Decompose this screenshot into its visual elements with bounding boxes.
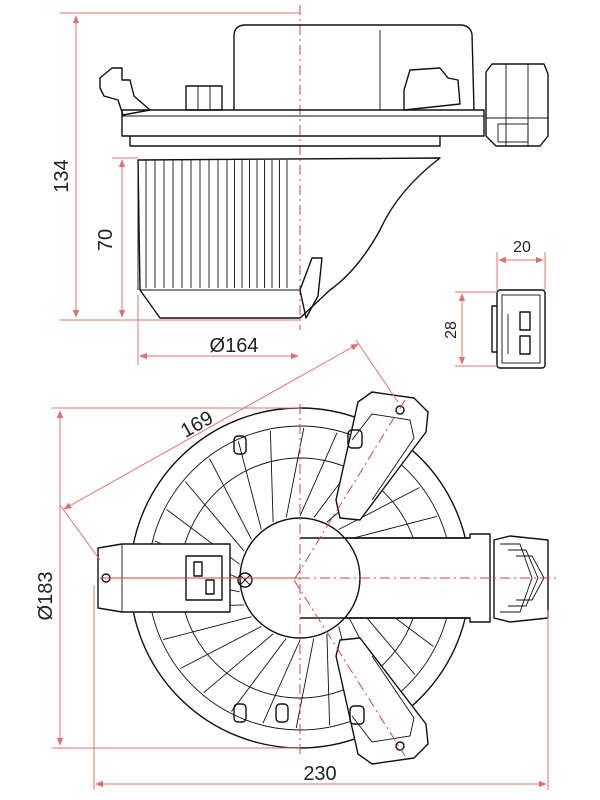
- right-flange: [403, 67, 461, 111]
- mounting-plate: [121, 109, 485, 137]
- housing-rib: [295, 638, 315, 729]
- impeller-housing: [137, 157, 441, 319]
- upper-mount-hole: [395, 405, 405, 415]
- housing-rib: [338, 487, 420, 530]
- housing-rib: [348, 515, 437, 540]
- connector-pin-top: [519, 311, 531, 331]
- lower-mount-hole: [395, 741, 405, 751]
- side-view-dimensions: 134 70 Ø164: [51, 12, 300, 365]
- impeller-fins: [145, 160, 288, 288]
- left-flange: [99, 67, 151, 116]
- top-view: [97, 391, 560, 765]
- dimension-134-label: 134: [51, 159, 73, 192]
- dimension-183-label: Ø183: [35, 572, 57, 621]
- connector-pin-bottom: [519, 335, 531, 355]
- dimension-230-label: 230: [303, 763, 336, 785]
- side-view: [99, 5, 549, 330]
- screw-icon: [237, 572, 253, 588]
- bottom-clip: [299, 257, 323, 319]
- housing-rib: [203, 633, 274, 694]
- dimension-28-label: 28: [443, 321, 460, 339]
- connector-dimensions: 20 28: [443, 239, 546, 367]
- side-connector-block: [185, 85, 223, 111]
- motor-cover: [233, 24, 475, 111]
- dimension-20-label: 20: [513, 239, 531, 256]
- housing-rib: [262, 639, 301, 724]
- housing-rib: [231, 638, 287, 712]
- lower-mount-ear: [335, 637, 429, 765]
- connector-detail: [491, 289, 546, 369]
- dimension-164-label: Ø164: [210, 335, 259, 357]
- slot-bottom-center: [275, 703, 289, 723]
- connector-body: [496, 289, 546, 369]
- housing-rib: [163, 616, 252, 641]
- housing-rib: [180, 626, 262, 669]
- dimension-70-label: 70: [95, 229, 117, 251]
- slot-bottom-left: [233, 703, 247, 723]
- housing-rib: [326, 633, 331, 726]
- side-connector-housing: [485, 63, 549, 147]
